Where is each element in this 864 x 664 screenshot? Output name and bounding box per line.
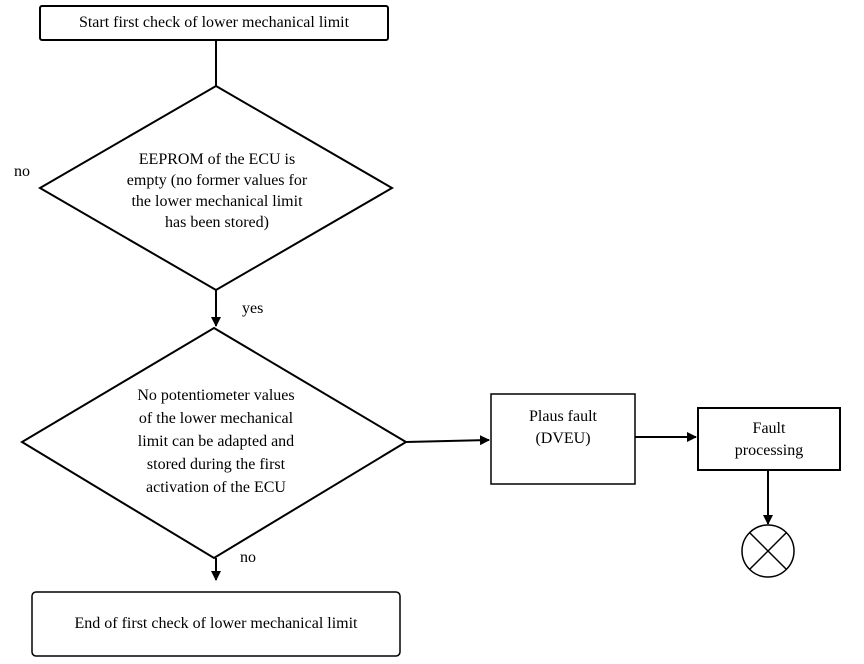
decision2-line-4: stored during the first — [146, 456, 286, 473]
decision1-yes-label: yes — [242, 300, 264, 317]
plaus-fault-text: Plaus fault (DVEU) — [491, 406, 635, 450]
decision1-line-2: empty (no former values for — [126, 172, 308, 189]
decision2-line-1: No potentiometer values — [137, 387, 295, 404]
decision2-diamond — [20, 326, 408, 560]
connector-decision2-plaus — [405, 435, 490, 446]
decision1-text: EEPROM of the ECU is empty (no former va… — [92, 149, 342, 233]
fault-processing-line-2: processing — [734, 442, 804, 459]
end-label: End of first check of lower mechanical l… — [74, 615, 358, 632]
decision1-line-3: the lower mechanical limit — [131, 193, 303, 210]
plaus-fault-line-1: Plaus fault — [529, 408, 597, 425]
plaus-fault-line-2: (DVEU) — [535, 430, 591, 447]
decision1-no-label: no — [14, 163, 30, 180]
fault-processing-line-1: Fault — [752, 420, 786, 437]
decision2-text: No potentiometer values of the lower mec… — [96, 384, 336, 499]
decision1-line-4: has been stored) — [165, 214, 269, 231]
plaus-fault-box — [490, 393, 636, 485]
decision2-line-3: limit can be adapted and — [137, 433, 295, 450]
decision1-line-1: EEPROM of the ECU is — [138, 151, 296, 168]
fault-processing-text: Fault processing — [698, 418, 840, 462]
start-label: Start first check of lower mechanical li… — [78, 14, 350, 31]
end-box — [31, 591, 401, 657]
start-box — [39, 5, 389, 41]
decision2-no-label: no — [240, 549, 256, 566]
fault-processing-box — [697, 407, 841, 471]
decision2-line-2: of the lower mechanical — [138, 410, 294, 427]
terminator-symbol — [741, 524, 795, 578]
decision2-line-5: activation of the ECU — [146, 479, 286, 496]
